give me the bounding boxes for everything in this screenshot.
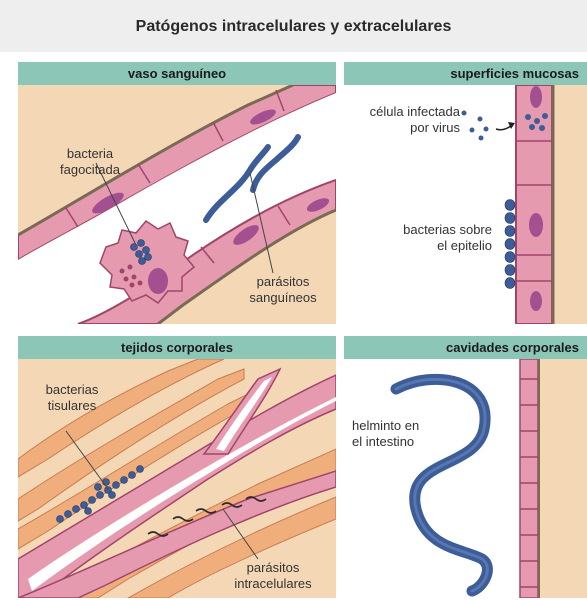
label-epithelial-bacteria: bacterias sobre el epitelio — [344, 222, 492, 254]
panel-body-tissues: tejidos corporales — [18, 336, 336, 598]
cavity-illustration — [344, 359, 587, 598]
epithelial-nucleus — [530, 291, 542, 311]
label-line: sanguíneos — [238, 290, 328, 306]
label-line: bacteria — [40, 146, 140, 162]
label-tissue-bacteria: bacterias tisulares — [32, 382, 112, 414]
label-helminth: helminto en el intestino — [352, 418, 452, 450]
panel-blood-vessel: vaso sanguíneo — [18, 62, 336, 324]
label-line: el epitelio — [344, 238, 492, 254]
panel-header-blood-vessel: vaso sanguíneo — [18, 62, 336, 85]
diagram-title: Patógenos intracelulares y extracelulare… — [0, 18, 587, 36]
label-line: helminto en — [352, 418, 452, 434]
label-intracellular-parasites: parásitos intracelulares — [223, 560, 323, 592]
label-phagocytosed-bacteria: bacteria fagocitada — [40, 146, 140, 178]
panel-header-mucosal-surfaces: superficies mucosas — [344, 62, 587, 85]
label-virus-infected-cell: célula infectada por virus — [344, 104, 460, 136]
label-line: bacterias sobre — [344, 222, 492, 238]
intestinal-wall — [520, 359, 538, 598]
panel-header-body-tissues: tejidos corporales — [18, 336, 336, 359]
epithelial-nucleus — [529, 213, 543, 237]
epithelial-nucleus — [530, 86, 542, 108]
panel-body-cavities: cavidades corporales helminto en el inte… — [344, 336, 587, 598]
tissue-background — [552, 85, 587, 324]
label-line: fagocitada — [40, 162, 140, 178]
label-line: tisulares — [32, 398, 112, 414]
label-line: el intestino — [352, 434, 452, 450]
label-line: por virus — [344, 120, 460, 136]
intestine-lumen — [344, 359, 520, 598]
label-line: parásitos — [223, 560, 323, 576]
panel-mucosal-surfaces: superficies mucosas — [344, 62, 587, 324]
panel-header-body-cavities: cavidades corporales — [344, 336, 587, 359]
phagocyte-nucleus — [148, 268, 168, 294]
epithelium-layer — [516, 85, 552, 324]
label-line: parásitos — [238, 274, 328, 290]
tissue-background — [539, 359, 587, 598]
label-line: célula infectada — [344, 104, 460, 120]
label-blood-parasites: parásitos sanguíneos — [238, 274, 328, 306]
label-line: bacterias — [32, 382, 112, 398]
label-line: intracelulares — [223, 576, 323, 592]
